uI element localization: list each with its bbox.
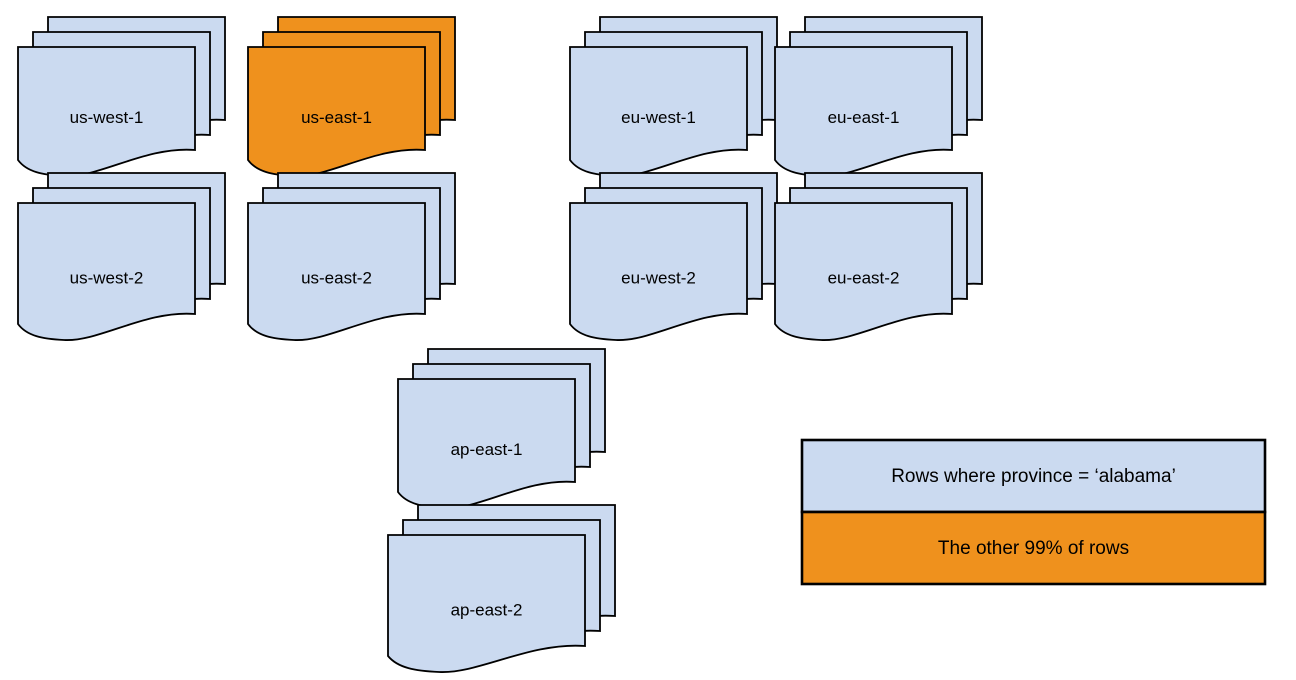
legend: Rows where province = ‘alabama’ The other…	[800, 438, 1267, 586]
document-stack-us-east-2[interactable]: us-east-2	[247, 172, 456, 341]
legend-label-1: The other 99% of rows	[938, 538, 1129, 559]
document-stack-ap-east-2[interactable]: ap-east-2	[387, 504, 616, 673]
legend-row-other: The other 99% of rows	[800, 510, 1267, 586]
document-stack-eu-east-2[interactable]: eu-east-2	[774, 172, 983, 341]
stack-label-ap-east-2: ap-east-2	[451, 601, 523, 620]
stack-page-front	[247, 202, 426, 341]
stack-label-us-east-1: us-east-1	[301, 108, 372, 127]
document-stack-us-west-1[interactable]: us-west-1	[17, 16, 226, 177]
document-stack-eu-west-1[interactable]: eu-west-1	[569, 16, 778, 177]
document-stack-ap-east-1[interactable]: ap-east-1	[397, 348, 606, 509]
document-stack-eu-east-1[interactable]: eu-east-1	[774, 16, 983, 177]
stack-label-eu-west-1: eu-west-1	[621, 108, 696, 127]
stack-label-us-west-2: us-west-2	[70, 269, 144, 288]
legend-row-alabama: Rows where province = ‘alabama’	[800, 438, 1267, 514]
legend-label-0: Rows where province = ‘alabama’	[891, 466, 1176, 487]
stack-label-eu-east-1: eu-east-1	[828, 108, 900, 127]
document-stack-us-west-2[interactable]: us-west-2	[17, 172, 226, 341]
legend-swatch-1	[800, 510, 1267, 586]
document-stack-eu-west-2[interactable]: eu-west-2	[569, 172, 778, 341]
document-stack-us-east-1[interactable]: us-east-1	[247, 16, 456, 177]
stack-label-eu-east-2: eu-east-2	[828, 269, 900, 288]
stack-page-front	[774, 202, 953, 341]
stack-label-eu-west-2: eu-west-2	[621, 269, 696, 288]
stack-label-us-east-2: us-east-2	[301, 269, 372, 288]
stack-label-ap-east-1: ap-east-1	[451, 440, 523, 459]
stack-page-front	[387, 534, 586, 673]
stack-page-front	[569, 202, 748, 341]
stack-label-us-west-1: us-west-1	[70, 108, 144, 127]
stack-page-front	[17, 202, 196, 341]
